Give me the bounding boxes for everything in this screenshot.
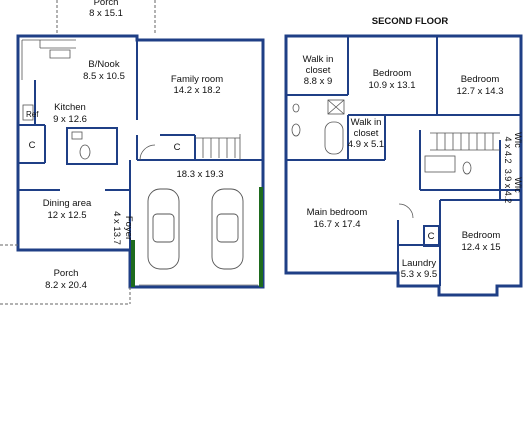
bedroom1-size: 10.9 x 13.1 bbox=[368, 80, 415, 91]
family-room-name: Family room bbox=[171, 74, 223, 85]
porch-bottom-area bbox=[0, 244, 131, 305]
wic1-size: 4 x 4.2 bbox=[503, 136, 513, 163]
porch-bottom-size: 8.2 x 20.4 bbox=[45, 280, 87, 291]
walkin2-name1: Walk in bbox=[351, 117, 382, 128]
bnook-size: 8.5 x 10.5 bbox=[83, 71, 125, 82]
closet-left-label: C bbox=[29, 140, 36, 151]
bedroom2-name: Bedroom bbox=[461, 74, 500, 85]
bedroom3-size: 12.4 x 15 bbox=[461, 242, 500, 253]
dining-size: 12 x 12.5 bbox=[47, 210, 86, 221]
walkin1-name2: closet bbox=[306, 65, 331, 76]
walkin1-size: 8.8 x 9 bbox=[304, 76, 333, 87]
closet-stair-label: C bbox=[174, 142, 181, 153]
walkin2-size: 4.9 x 5.1 bbox=[348, 139, 384, 150]
second-floor-title: SECOND FLOOR bbox=[372, 16, 449, 27]
family-room-size: 14.2 x 18.2 bbox=[173, 85, 220, 96]
wic2-name: WIc bbox=[513, 177, 523, 193]
closet-laundry-label: C bbox=[428, 231, 435, 242]
garage-size: 18.3 x 19.3 bbox=[176, 169, 223, 180]
laundry-name: Laundry bbox=[402, 258, 437, 269]
foyer-size: 4 x 13.7 bbox=[111, 211, 122, 245]
porch-top-name: Porch bbox=[94, 0, 119, 8]
walkin2-name2: closet bbox=[354, 128, 379, 139]
first-floor-walls bbox=[16, 34, 265, 289]
porch-bottom-name: Porch bbox=[54, 268, 79, 279]
walkin1-name1: Walk in bbox=[303, 54, 334, 65]
main-bedroom-size: 16.7 x 17.4 bbox=[313, 219, 360, 230]
bedroom3-name: Bedroom bbox=[462, 230, 501, 241]
dining-name: Dining area bbox=[43, 198, 92, 209]
porch-top-area bbox=[56, 0, 156, 33]
wic2-size: 3.9 x 4.2 bbox=[503, 169, 513, 204]
bedroom1-name: Bedroom bbox=[373, 68, 412, 79]
garage-car-left bbox=[147, 188, 180, 270]
foyer-name: Foyer bbox=[123, 216, 134, 240]
garage-car-right bbox=[211, 188, 244, 270]
second-floor-walls bbox=[284, 34, 523, 297]
bnook-name: B/Nook bbox=[88, 59, 119, 70]
main-bedroom-name: Main bedroom bbox=[307, 207, 368, 218]
porch-top-size: 8 x 15.1 bbox=[89, 8, 123, 19]
kitchen-name: Kitchen bbox=[54, 102, 86, 113]
bedroom2-size: 12.7 x 14.3 bbox=[456, 86, 503, 97]
kitchen-size: 9 x 12.6 bbox=[53, 114, 87, 125]
ref-label: Ref bbox=[26, 110, 39, 119]
wic1-name: WIc bbox=[513, 132, 523, 148]
laundry-size: 5.3 x 9.5 bbox=[401, 269, 437, 280]
